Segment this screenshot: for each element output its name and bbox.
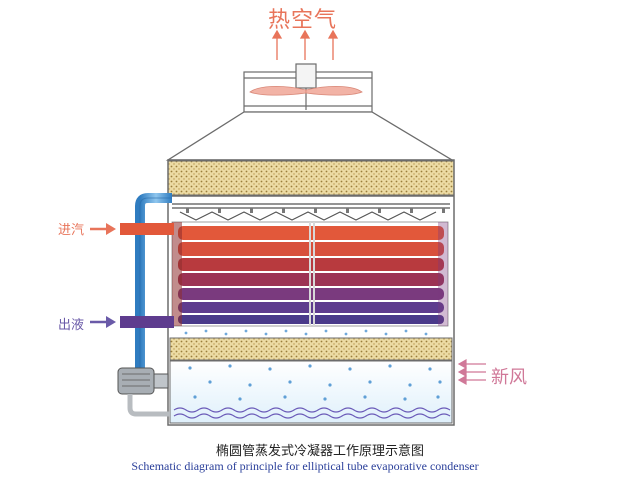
top-filler xyxy=(167,160,455,196)
tube-bundle xyxy=(171,221,449,327)
liquid-outlet-pipe xyxy=(120,316,174,328)
fresh-air-label: 新风 xyxy=(491,367,527,388)
caption-chinese: 椭圆管蒸发式冷凝器工作原理示意图 xyxy=(215,444,424,459)
water-drops-upper xyxy=(184,329,428,336)
water-basin xyxy=(169,360,453,424)
caption-english: Schematic diagram of principle for ellip… xyxy=(131,459,479,473)
bottom-filler xyxy=(169,337,453,361)
fresh-air-arrows xyxy=(457,358,486,386)
steam-in-arrow xyxy=(90,223,116,235)
spray-nozzles xyxy=(186,208,445,213)
steam-inlet-pipe xyxy=(120,223,174,235)
spray-header xyxy=(172,203,450,221)
hood xyxy=(165,111,455,161)
pump xyxy=(117,367,170,417)
hot-air-label: 热空气 xyxy=(268,8,338,33)
condenser-casing xyxy=(167,159,455,426)
fan-blades xyxy=(249,86,363,96)
water-drops-lower xyxy=(188,364,442,401)
liquid-out-label: 出液 xyxy=(58,318,85,333)
water-waves xyxy=(173,407,451,419)
liquid-out-arrow xyxy=(90,316,116,328)
hot-air-arrows xyxy=(271,29,339,60)
steam-in-label: 进汽 xyxy=(58,223,85,238)
